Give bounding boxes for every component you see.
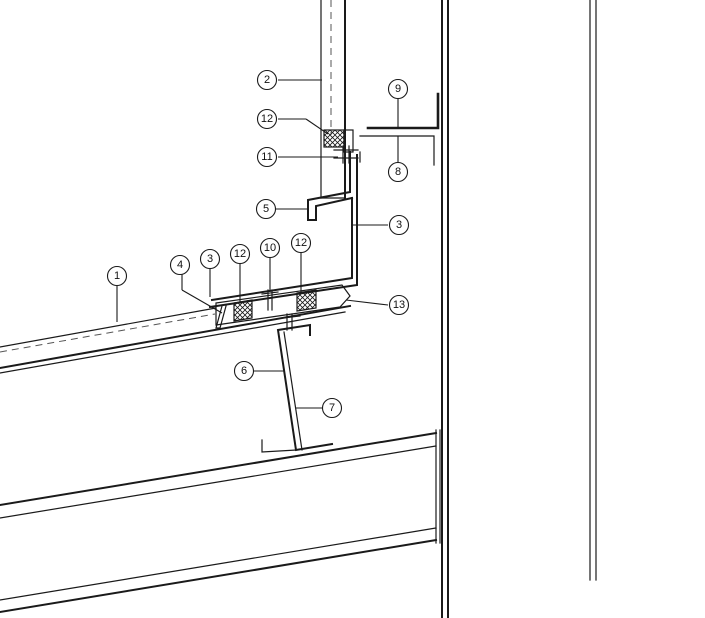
- top-flashing: [359, 92, 440, 166]
- callout-7: 7: [321, 397, 343, 419]
- callout-13: 13: [388, 294, 410, 316]
- svg-text:6: 6: [241, 365, 247, 377]
- svg-text:12: 12: [234, 248, 246, 260]
- callout-9: 9: [387, 78, 409, 100]
- callout-12-right: 12: [290, 232, 312, 254]
- wall-panel: [320, 0, 346, 199]
- svg-text:9: 9: [395, 83, 401, 95]
- callout-2: 2: [256, 69, 278, 91]
- callout-3-lower: 3: [199, 248, 221, 270]
- svg-text:1: 1: [114, 270, 120, 282]
- sealant-block-left: [233, 299, 253, 322]
- callout-12-left: 12: [229, 243, 251, 265]
- callout-5: 5: [255, 198, 277, 220]
- leader-lines: [116, 79, 399, 409]
- svg-text:2: 2: [264, 74, 270, 86]
- foot-profile: [215, 305, 227, 329]
- callout-11: 11: [256, 146, 278, 168]
- svg-text:3: 3: [396, 219, 402, 231]
- structural-column-left: [441, 0, 449, 618]
- svg-text:12: 12: [295, 237, 307, 249]
- gutter-flashing: [208, 151, 358, 309]
- svg-text:7: 7: [329, 402, 335, 414]
- svg-text:13: 13: [393, 299, 405, 311]
- svg-text:12: 12: [261, 113, 273, 125]
- callout-6: 6: [233, 360, 255, 382]
- callout-4: 4: [169, 254, 191, 276]
- sealant-block-upper: [323, 129, 345, 148]
- callout-10: 10: [259, 237, 281, 259]
- callout-1: 1: [106, 265, 128, 287]
- fastener-lower: [261, 289, 279, 311]
- closure-profile: [215, 284, 351, 326]
- svg-text:5: 5: [263, 203, 269, 215]
- callout-8: 8: [387, 161, 409, 183]
- svg-text:3: 3: [207, 253, 213, 265]
- svg-text:4: 4: [177, 259, 183, 271]
- svg-text:8: 8: [395, 166, 401, 178]
- svg-text:10: 10: [264, 242, 276, 254]
- purlin-z-section: [261, 323, 334, 453]
- callout-12-upper: 12: [256, 108, 278, 130]
- main-beam: [0, 429, 441, 614]
- sealant-block-right: [296, 289, 317, 312]
- svg-text:11: 11: [261, 151, 272, 163]
- callout-3-upper: 3: [388, 214, 410, 236]
- structural-column-right: [589, 0, 597, 581]
